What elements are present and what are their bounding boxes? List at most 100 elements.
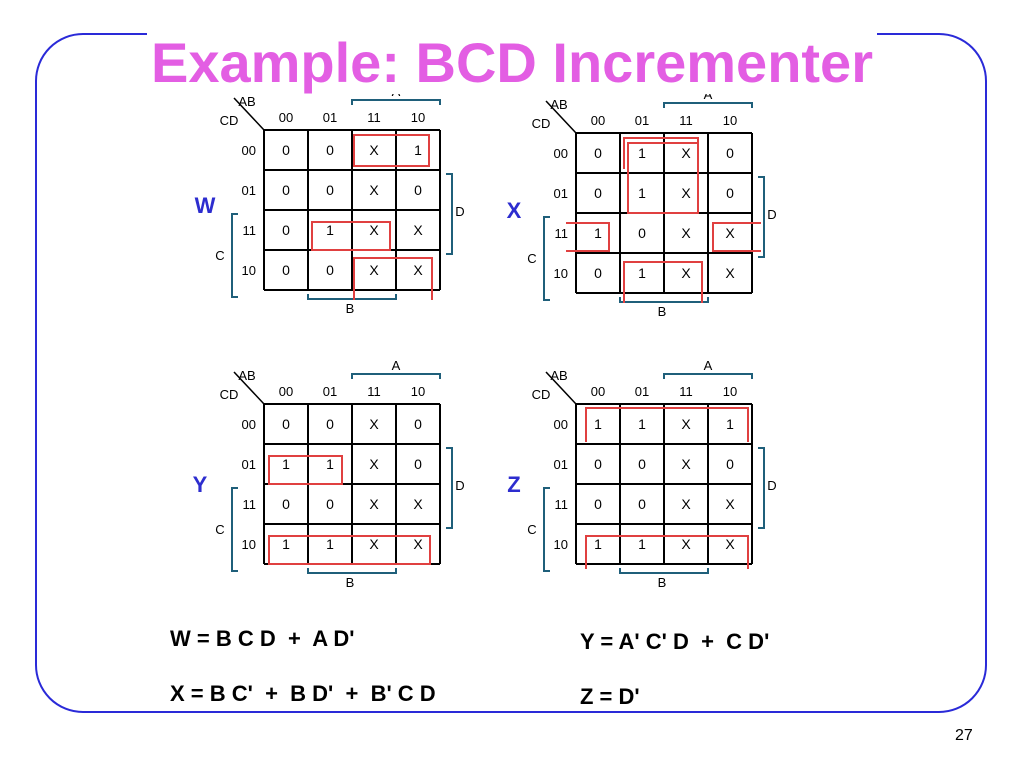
kmap-y-cell: 0	[282, 416, 290, 432]
kmap-w-cell: X	[369, 142, 379, 158]
kmap-w-cell: 0	[326, 262, 334, 278]
kmap-x-cell: 0	[726, 185, 734, 201]
kmap-x-label-a: A	[704, 87, 713, 102]
kmap-y-cell: X	[413, 536, 423, 552]
kmap-z-cell: 0	[594, 456, 602, 472]
kmap-z-cell: X	[725, 496, 735, 512]
kmap-w-row-header: 00	[242, 143, 256, 158]
kmap-x-cell: 0	[594, 265, 602, 281]
kmap-z-cell: 1	[638, 416, 646, 432]
kmap-z-group	[585, 407, 749, 442]
kmap-y-row-header: 00	[242, 417, 256, 432]
kmap-w-label-d: D	[455, 204, 464, 219]
kmap-w-cell: 1	[414, 142, 422, 158]
kmap-y-cell: 0	[282, 496, 290, 512]
kmap-y-row-header: 01	[242, 457, 256, 472]
kmap-w-cell: X	[369, 182, 379, 198]
kmap-z-col-header: 01	[635, 384, 649, 399]
kmap-y-row-var: CD	[220, 387, 239, 402]
kmap-w-cell: 0	[282, 262, 290, 278]
kmap-x-group	[712, 222, 761, 252]
kmap-z-bracket-c	[543, 487, 550, 572]
kmap-z-row-header: 10	[554, 537, 568, 552]
kmap-x-output-label: X	[507, 198, 522, 223]
kmap-z-col-header: 11	[679, 384, 693, 399]
kmap-x-col-header: 11	[679, 113, 693, 128]
kmap-y-label-c: C	[215, 522, 224, 537]
kmap-y-col-header: 10	[411, 384, 425, 399]
kmap-x-bracket-a	[663, 102, 753, 108]
kmap-y-label-d: D	[455, 478, 464, 493]
kmap-y-cell: X	[369, 536, 379, 552]
kmap-w-bracket-a	[351, 99, 441, 105]
kmap-w-cell: 0	[282, 142, 290, 158]
kmap-x-label-b: B	[658, 304, 667, 319]
kmap-x-cell: 1	[638, 185, 646, 201]
kmap-y-cell: X	[413, 496, 423, 512]
kmap-z-row-var: CD	[532, 387, 551, 402]
kmap-y-col-var: AB	[238, 368, 255, 383]
kmap-x-row-header: 00	[554, 146, 568, 161]
kmap-w-cell: 0	[282, 222, 290, 238]
kmap-w-corner-line	[233, 97, 265, 131]
kmap-x-col-header: 10	[723, 113, 737, 128]
kmap-y-bracket-d	[446, 447, 453, 529]
kmap-z-col-header: 00	[591, 384, 605, 399]
kmap-x-cell: 1	[638, 265, 646, 281]
kmap-x-row-var: CD	[532, 116, 551, 131]
kmap-x-cell: X	[681, 265, 691, 281]
kmap-z-cell: 1	[594, 536, 602, 552]
kmap-z-bracket-b	[619, 568, 709, 574]
kmap-y-col-header: 00	[279, 384, 293, 399]
kmap-y-label-a: A	[392, 358, 401, 373]
kmap-y-cell: X	[369, 416, 379, 432]
kmap-z-row-header: 00	[554, 417, 568, 432]
kmap-x-row-header: 10	[554, 266, 568, 281]
kmap-z-bracket-a	[663, 373, 753, 379]
equation-x: X = B C' + B D' + B' C D	[170, 681, 436, 706]
kmap-z-cell: X	[681, 456, 691, 472]
kmap-z-cell: 0	[638, 496, 646, 512]
kmap-z-row-header: 01	[554, 457, 568, 472]
kmap-w-col-header: 11	[367, 110, 381, 125]
kmap-y-cell: 1	[326, 536, 334, 552]
kmap-w-bracket-b	[307, 294, 397, 300]
equation-y: Y = A' C' D + C D'	[580, 629, 770, 654]
kmap-y-group	[268, 455, 343, 485]
kmap-x-cell: X	[725, 225, 735, 241]
kmap-y-col-header: 01	[323, 384, 337, 399]
kmap-x-bracket-b	[619, 297, 709, 303]
kmap-y-cell: 0	[414, 416, 422, 432]
kmap-w-group	[353, 134, 430, 167]
kmap-x-bracket-c	[543, 216, 550, 301]
kmap-w-group	[311, 221, 391, 251]
kmap-x-col-var: AB	[550, 97, 567, 112]
kmap-z-label-a: A	[704, 358, 713, 373]
kmap-w-cell: 0	[414, 182, 422, 198]
kmap-x-group	[566, 222, 610, 252]
kmap-x-col-header: 00	[591, 113, 605, 128]
kmap-x-bracket-d	[758, 176, 765, 258]
equation-w: W = B C D + A D'	[170, 626, 355, 651]
kmap-z-col-header: 10	[723, 384, 737, 399]
kmap-y-col-header: 11	[367, 384, 381, 399]
kmap-y-cell: X	[369, 456, 379, 472]
kmap-w-col-header: 10	[411, 110, 425, 125]
page-number: 27	[955, 727, 973, 744]
kmap-x-cell: 0	[726, 145, 734, 161]
kmap-z-corner-line	[545, 371, 577, 405]
kmap-z-col-var: AB	[550, 368, 567, 383]
kmap-y-cell: 1	[282, 536, 290, 552]
slide-title: Example: BCD Incrementer	[0, 20, 1024, 106]
kmap-x-group	[627, 142, 699, 214]
kmap-w-bracket-d	[446, 173, 453, 255]
kmap-w-cell: 0	[326, 142, 334, 158]
kmap-y-bracket-b	[307, 568, 397, 574]
kmap-y-row-header: 10	[242, 537, 256, 552]
kmap-x-cell: 0	[594, 185, 602, 201]
kmap-w-col-header: 00	[279, 110, 293, 125]
kmap-z-cell: 0	[638, 456, 646, 472]
kmap-w-cell: X	[413, 222, 423, 238]
kmap-x-col-header: 01	[635, 113, 649, 128]
kmap-w-cell: 0	[326, 182, 334, 198]
